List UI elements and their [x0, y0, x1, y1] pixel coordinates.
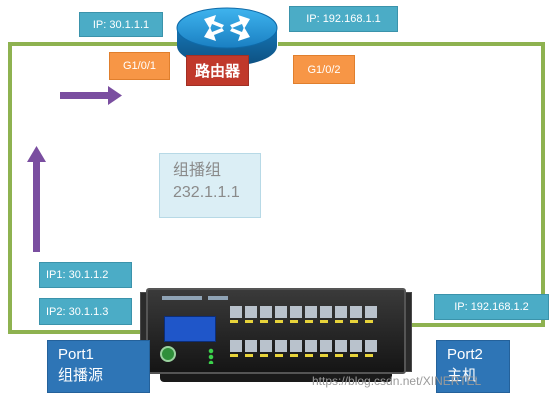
multicast-group-address: 232.1.1.1: [173, 184, 240, 201]
device-port-array: [230, 300, 380, 364]
network-tester-device: [140, 288, 412, 384]
router-interface-left-label: G1/0/1: [109, 52, 170, 80]
port2-label: Port2 主机: [436, 340, 510, 393]
tester-ip2-label: IP2: 30.1.1.3: [39, 298, 132, 325]
multicast-flow-arrow-up: [27, 146, 46, 252]
device-chassis: [146, 288, 406, 374]
port2-name: Port2: [447, 346, 483, 363]
device-power-knob: [160, 346, 176, 362]
tester-ip1-label: IP1: 30.1.1.2: [39, 262, 132, 288]
router-interface-right-label: G1/0/2: [293, 55, 355, 84]
device-lcd-screen: [164, 316, 216, 342]
port2-role: 主机: [447, 367, 478, 384]
device-base: [160, 374, 392, 382]
router-name-label: 路由器: [186, 55, 249, 86]
device-model-badge: [208, 296, 228, 300]
link-router-to-port1: [8, 42, 178, 334]
port1-name: Port1: [58, 346, 94, 363]
port1-role: 组播源: [58, 367, 104, 384]
port1-label: Port1 组播源: [47, 340, 150, 393]
multicast-group-box: 组播组 232.1.1.1: [159, 153, 261, 218]
tester-ip-right-label: IP: 192.168.1.2: [434, 294, 549, 320]
multicast-flow-arrow-right: [60, 86, 122, 105]
multicast-group-title: 组播组: [173, 162, 222, 179]
device-brand-logo: [162, 296, 202, 300]
watermark-text: https://blog.csdn.net/XINERTEL: [312, 374, 482, 388]
router-ip-right-label: IP: 192.168.1.1: [289, 6, 398, 32]
router-icon: [176, 7, 278, 66]
router-ip-left-label: IP: 30.1.1.1: [79, 12, 163, 37]
link-router-to-port2: [278, 42, 545, 327]
device-status-leds: [206, 348, 216, 364]
